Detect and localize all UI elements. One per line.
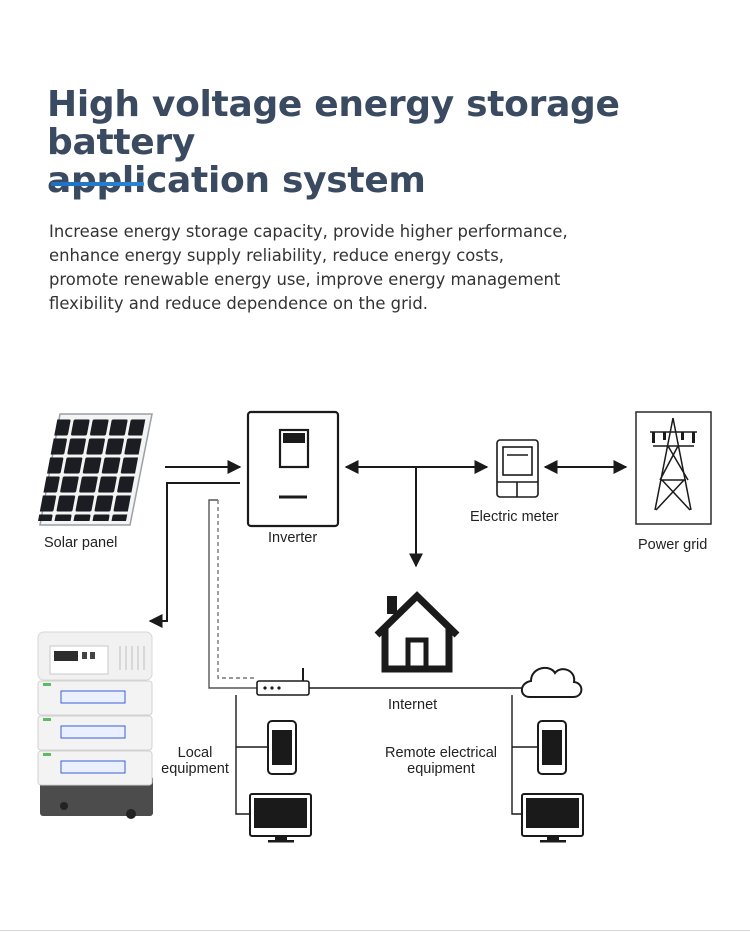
description: Increase energy storage capacity, provid…: [49, 220, 669, 316]
remote-equipment-label: Remote electrical equipment: [378, 745, 504, 777]
power-grid-label: Power grid: [638, 537, 708, 553]
inverter-meter-connector: [344, 460, 628, 568]
title-line-2: application system: [47, 160, 426, 201]
title-line-1: High voltage energy storage battery: [47, 84, 620, 163]
description-line-4: flexibility and reduce dependence on the…: [49, 294, 428, 313]
description-line-2: enhance energy supply reliability, reduc…: [49, 246, 504, 265]
description-line-1: Increase energy storage capacity, provid…: [49, 222, 568, 241]
monitor-icon: [249, 793, 312, 843]
solar-panel-label: Solar panel: [44, 535, 118, 551]
remote-equipment-label-line-2: equipment: [407, 761, 475, 777]
inverter-icon: [246, 410, 340, 528]
inverter-router-connector: [208, 499, 257, 689]
page-title: High voltage energy storage battery appl…: [47, 86, 727, 200]
router-icon: [256, 668, 310, 696]
electric-meter-label: Electric meter: [470, 509, 559, 525]
local-equipment-label: Local equipment: [155, 745, 235, 777]
remote-equipment-connector: [511, 695, 538, 815]
remote-equipment-label-line-1: Remote electrical: [384, 745, 497, 761]
local-equipment-label-line-2: equipment: [161, 761, 229, 777]
title-accent-bar: [51, 182, 144, 186]
monitor-icon: [521, 793, 584, 843]
house-icon: [374, 591, 460, 673]
phone-icon: [267, 720, 297, 775]
footer-divider: [0, 930, 750, 931]
inverter-label: Inverter: [268, 530, 318, 546]
electric-meter-icon: [496, 439, 539, 498]
local-equipment-connector: [235, 695, 268, 815]
phone-icon: [537, 720, 567, 775]
power-tower-icon: [635, 411, 712, 525]
solar-inverter-connector: [148, 460, 242, 628]
internet-label: Internet: [388, 697, 438, 713]
battery-stack-icon: [37, 631, 153, 819]
solar-panel-icon: [38, 413, 153, 526]
cloud-icon: [520, 666, 583, 698]
description-line-3: promote renewable energy use, improve en…: [49, 270, 561, 289]
local-equipment-label-line-1: Local: [177, 745, 213, 761]
